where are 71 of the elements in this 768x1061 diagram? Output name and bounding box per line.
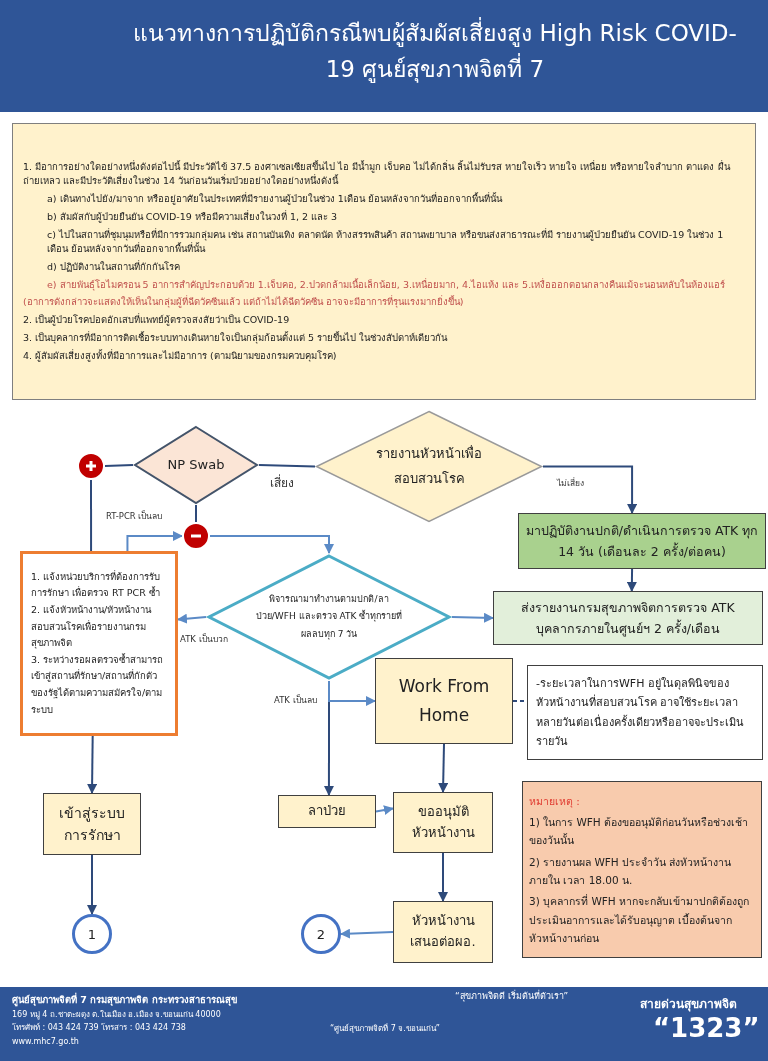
arrow [87,854,97,915]
criteria-box [12,123,756,400]
slogan-text: “สุขภาพจิตดี เริ่มต้นที่ตัวเรา” [455,991,569,1002]
decision-diamond [315,410,543,523]
decision-text: รายงานหัวหน้าเพื่อสอบสวนโรค [375,444,483,488]
connector-line [258,464,316,468]
process-box [278,795,376,828]
criteria-text: 2. เป็นผู้ป่วยโรคปอดอักเสบที่แพทย์ผู้ตรวจสงสัยว่าเป็น COVID-19 [23,313,290,328]
arrow [626,568,637,592]
decision-text: NP Swab [166,455,226,474]
website-text: www.mhc7.go.th [12,1037,79,1047]
connector-line [104,464,134,467]
box-text: 2) รายงานผล WFH ประจำวัน ส่งหัวหน้างานภายใน เวลา 18.00 น. [529,854,733,888]
box-text: เข้าสู่ระบบการรักษา [58,803,126,845]
box-text: หมายเหตุ : [529,793,580,810]
title: แนวทางการปฏิบัติกรณีพบผู้สัมผัสเสี่ยงสูง High Risk COVID-19 ศูนย์สุขภาพจิตที่ 7 [120,16,750,88]
box-text: มาปฏิบัติงานปกติ/ดำเนินการตรวจ ATK ทุก 14 วัน (เดือนละ 2 ครั้ง/ต่อคน) [525,521,759,561]
organization-name: ศูนย์สุขภาพจิตที่ 7 กรมสุขภาพจิต กระทรวงสาธารณสุข [12,994,237,1006]
connector-line [90,479,93,552]
process-box [493,591,763,645]
hotline-number: “1323” [653,1013,760,1045]
note-box [527,665,763,760]
decision-diamond [133,425,259,505]
box-text: 2. แจ้งหัวหน้างาน/หัวหน้างานสอบสวนโรคเพื่อรายงานกรมสุขภาพจิต [31,602,153,651]
negative-circle [182,522,210,550]
box-text: 1) ในการ WFH ต้องขออนุมัติก่อนวันหรือช่วงเช้าของวันนั้น [529,814,750,849]
box-text: หัวหน้างานเสนอต่อผอ. [409,912,477,951]
process-box [393,792,493,853]
hotline-label: สายด่วนสุขภาพจิต [640,997,737,1012]
instruction-box [20,551,178,736]
criteria-text: d) ปฏิบัติงานในสถานที่กักกันโรค [47,260,180,274]
arrow [340,928,394,939]
connector-line [195,504,197,523]
box-text: 3) บุคลากรที่ WFH หากจะกลับเข้ามาปกติต้องถูกประเมินอาการและได้รับอนุญาต เบื้องต้นจากหัวหน้างานก่อน [529,893,751,947]
arrow [87,735,98,794]
connector-circle [72,914,112,954]
criteria-text: a) เดินทางไปยัง/มาจาก หรืออยู่อาศัยในประเทศที่มีรายงานผู้ป่วยในช่วง 1เดือน ย้อนหลังจากวันที่ออกจากพื้นที่นั้น [47,192,502,207]
box-text: 1. แจ้งหน่วยบริการที่ต้องการรับการรักษา เพื่อตรวจ RT PCR ซ้ำ [31,569,162,601]
box-text: Work From Home [397,675,491,727]
address-text: 169 หมู่ 4 ถ.ชาตะผดุง ต.ในเมือง อ.เมือง จ.ขอนแก่น 40000 [12,1010,221,1020]
arrow [209,535,334,554]
box-text: ขออนุมัติหัวหน้างาน [410,802,476,842]
box-text: -ระยะเวลาในการWFH อยู่ในดุลพินิจของหัวหน้างานที่สอบสวนโรค อาจใช้ระยะเวลาหลายวันต่อเนื่องครั้งเดียวหรืออาจจะประเมินรายวัน [536,676,745,750]
arrow [438,743,449,793]
arrow [375,805,394,815]
box-text: ส่งรายงานกรมสุขภาพจิตการตรวจ ATK บุคลากรภายในศูนย์ฯ 2 ครั้ง/เดือน [520,598,736,639]
criteria-text: e) สายพันธุ์โอไมครอน 5 อาการสำคัญประกอบด้วย 1.เจ็บคอ, 2.ปวดกล้ามเนื้อเล็กน้อย, 3.เหนื่อยมาก, 4.ไอแห้ง และ 5.เหงื่อออกตอนกลางคืนแม้จะนอนหลับในห้องแอร์ [47,277,726,293]
arrow [438,852,448,902]
criteria-text: b) สัมผัสกับผู้ป่วยยืนยัน COVID-19 หรือมีความเสี่ยงในวงที่ 1, 2 และ 3 [47,209,338,225]
phone-text: โทรศัพท์ : 043 424 739 โทรสาร : 043 424 738 [12,1023,186,1033]
arrow [451,612,494,623]
arrow [177,613,207,624]
process-box [518,513,766,569]
arrow [126,531,183,552]
connector-number: 2 [316,927,326,941]
box-text: 3. ระหว่างรอผลตรวจซ้ำสามารถเข้าสู่สถานที่รักษา/สถานที่กักตัวของรัฐได้ตามความสมัครใจ/ตามระบบ [31,652,165,717]
decision-text: พิจารณามาทำงานตามปกติ/ลาป่วย/WFH และตรวจ ATK ซ้ำทุกรายที่ผลลบทุก 7 วัน [254,593,404,642]
criteria-text: (อาการดังกล่าวจะแสดงให้เห็นในกลุ่มผู้ที่ฉีดวัคซีนแล้ว แต่ถ้าไม่ได้ฉีดวัคซีน อาจจะมีอาการที่รุนแรงมากยิ่งขึ้น) [23,295,464,310]
process-box [393,901,493,963]
connector-circle [301,914,341,954]
box-text: ลาป่วย [308,802,346,821]
page-name: “ศูนย์สุขภาพจิตที่ 7 จ.ขอนแก่น” [330,1024,440,1034]
process-box [375,658,513,744]
arrow [328,680,376,706]
connector-number: 1 [87,927,97,941]
remark-box [522,781,762,958]
process-box [43,793,141,855]
criteria-text: 3. เป็นบุคลากรที่มีอาการติดเชื้อระบบทางเดินหายใจเป็นกลุ่มก้อนตั้งแต่ 5 รายขึ้นไป ในช่วงสัปดาห์เดียวกัน [23,330,448,346]
arrow [542,465,638,514]
positive-circle [77,452,105,480]
criteria-text: 4. ผู้สัมผัสเสี่ยงสูงทั้งที่มีอาการและไม่มีอาการ (ตามนิยามของกรมควบคุมโรค) [23,348,337,364]
